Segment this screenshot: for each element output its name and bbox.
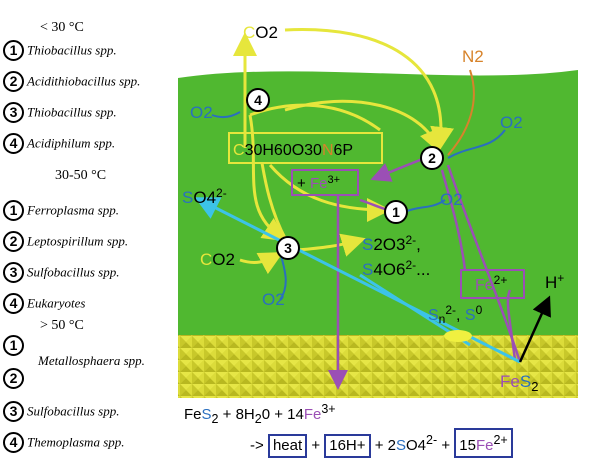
co2-to-3-arrow: [239, 252, 284, 275]
marker-2: 2: [420, 146, 444, 170]
heat-box: heat: [267, 434, 308, 458]
n2-line: [447, 69, 475, 156]
marker-1: 1: [384, 200, 408, 224]
h16-box: 16H+: [324, 434, 371, 458]
bioleaching-diagram: 4 2 1 3 CO2 N2 O2 O2 O2 O2 C30H60O30N6P …: [178, 23, 578, 398]
legend-heading-low: < 30 °C: [40, 20, 84, 35]
equation-line-2: -> heat + 16H+ + 2SO42- + 15Fe2+: [250, 428, 513, 458]
legend-heading-mid: 30-50 °C: [55, 168, 107, 183]
legend-item: 1: [3, 335, 27, 356]
biomass-box: [228, 132, 383, 164]
fe2-box: [460, 269, 525, 299]
marker-4: 4: [246, 88, 270, 112]
green-zone: [178, 70, 578, 335]
s4o6-label: S4O62-...: [362, 258, 430, 279]
biomass-label: C30H60O30N6P: [233, 142, 353, 159]
legend-species-metallosphaera: Metallosphaera spp.: [38, 353, 145, 369]
o2-label-top-left: O2: [190, 103, 213, 122]
yellow-3-to-biomass: [260, 162, 288, 241]
n2-label: N2: [462, 47, 484, 66]
yellow-biomass-to-1: [268, 164, 391, 222]
hplus-arrow: [518, 295, 551, 363]
fe3-box: [291, 169, 359, 196]
fe2-label: Fe2+: [475, 273, 507, 294]
equation-line-1: FeS2 + 8H20 + 14Fe3+: [184, 402, 336, 426]
sulfur-blob: [444, 330, 472, 342]
hplus-label: H+: [545, 271, 564, 292]
o2-label-top-right: O2: [500, 113, 523, 132]
o2-label-mid: O2: [440, 190, 463, 209]
svg-text:2: 2: [428, 150, 436, 166]
polysulfide-label: Sn2-, S0: [428, 303, 483, 326]
yellow-3-to-s-arrow: [297, 233, 366, 257]
legend-item: 2: [3, 368, 27, 389]
fe2-to-2-arrow: [440, 169, 467, 271]
svg-text:4: 4: [254, 92, 262, 108]
yellow-loop-left: [249, 103, 381, 132]
svg-text:1: 1: [392, 204, 400, 220]
fe2-product-box: 15Fe2+: [454, 428, 513, 458]
pyrite-ground: [178, 335, 578, 398]
co2-to-2-arrow: [284, 28, 455, 151]
o2-line-2: [447, 129, 506, 159]
o2-line-1: [404, 199, 446, 213]
2-to-fe3-arrow: [370, 156, 426, 182]
so4-label: SO42-: [182, 186, 227, 207]
legend-heading-high: > 50 °C: [40, 318, 84, 333]
o2-label-bottom: O2: [262, 290, 285, 309]
o2-line-4: [211, 111, 241, 118]
fe3-label: + Fe3+: [297, 174, 340, 192]
fes2-to-2-arrow: [446, 164, 522, 363]
fes2-label: FeS2: [500, 372, 538, 394]
co2-left-label: CO2: [200, 250, 235, 269]
svg-text:3: 3: [284, 240, 292, 256]
marker-3: 3: [276, 236, 300, 260]
s2o3-label: S2O32-,: [362, 233, 421, 254]
fes2-to-fe2-arrow: [506, 289, 517, 361]
co2-top-label: CO2: [243, 23, 278, 42]
